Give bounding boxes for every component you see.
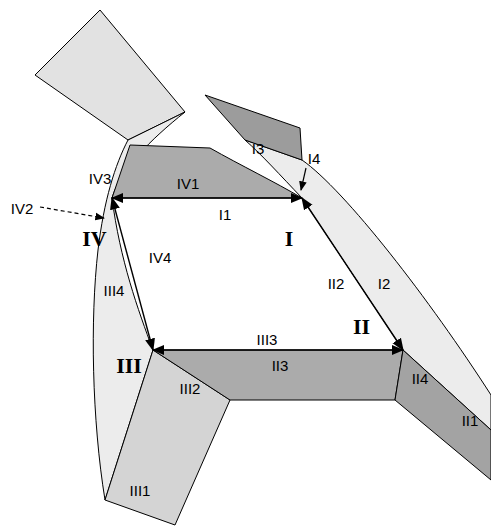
edge-arrow: [153, 349, 403, 350]
callout-label: III4: [104, 283, 125, 298]
vertex-label: IV: [82, 228, 106, 250]
vertex-label: III: [116, 355, 142, 377]
callout-label: IV3: [89, 171, 112, 186]
callout-label: III1: [130, 483, 151, 498]
callout-label: II2: [328, 276, 345, 291]
vertex-node: II: [345, 312, 403, 350]
vertex-node: I: [276, 198, 302, 252]
vertex-label: II: [353, 316, 370, 338]
callout-label: I2: [378, 276, 391, 291]
callout-label: II4: [412, 371, 429, 386]
ribbon-band: [153, 350, 403, 400]
leader-arrow: [301, 168, 306, 190]
ribbon-end: [35, 10, 185, 140]
ribbon-end: [395, 350, 491, 480]
callout-label: III2: [180, 381, 201, 396]
callout-label: III3: [257, 332, 278, 347]
callout-label: IV1: [177, 176, 200, 191]
callout-label: I4: [308, 151, 321, 166]
edge-arrow: [112, 198, 153, 350]
vertex-node: III: [105, 350, 153, 380]
edge-arrow: [112, 197, 302, 198]
callout-label: I1: [219, 207, 232, 222]
callout-label: II1: [462, 413, 479, 428]
leader-arrow: [40, 207, 104, 218]
vertex-label: I: [285, 228, 294, 250]
callout-label: II3: [272, 358, 289, 373]
callout-label: I3: [252, 141, 265, 156]
callout-label: IV2: [11, 201, 34, 216]
ribbon-end: [205, 95, 302, 160]
vertex-node: IV: [77, 198, 112, 252]
ribbon-band: [112, 145, 302, 198]
callout-label: IV4: [149, 250, 172, 265]
edge-arrow: [302, 198, 403, 350]
